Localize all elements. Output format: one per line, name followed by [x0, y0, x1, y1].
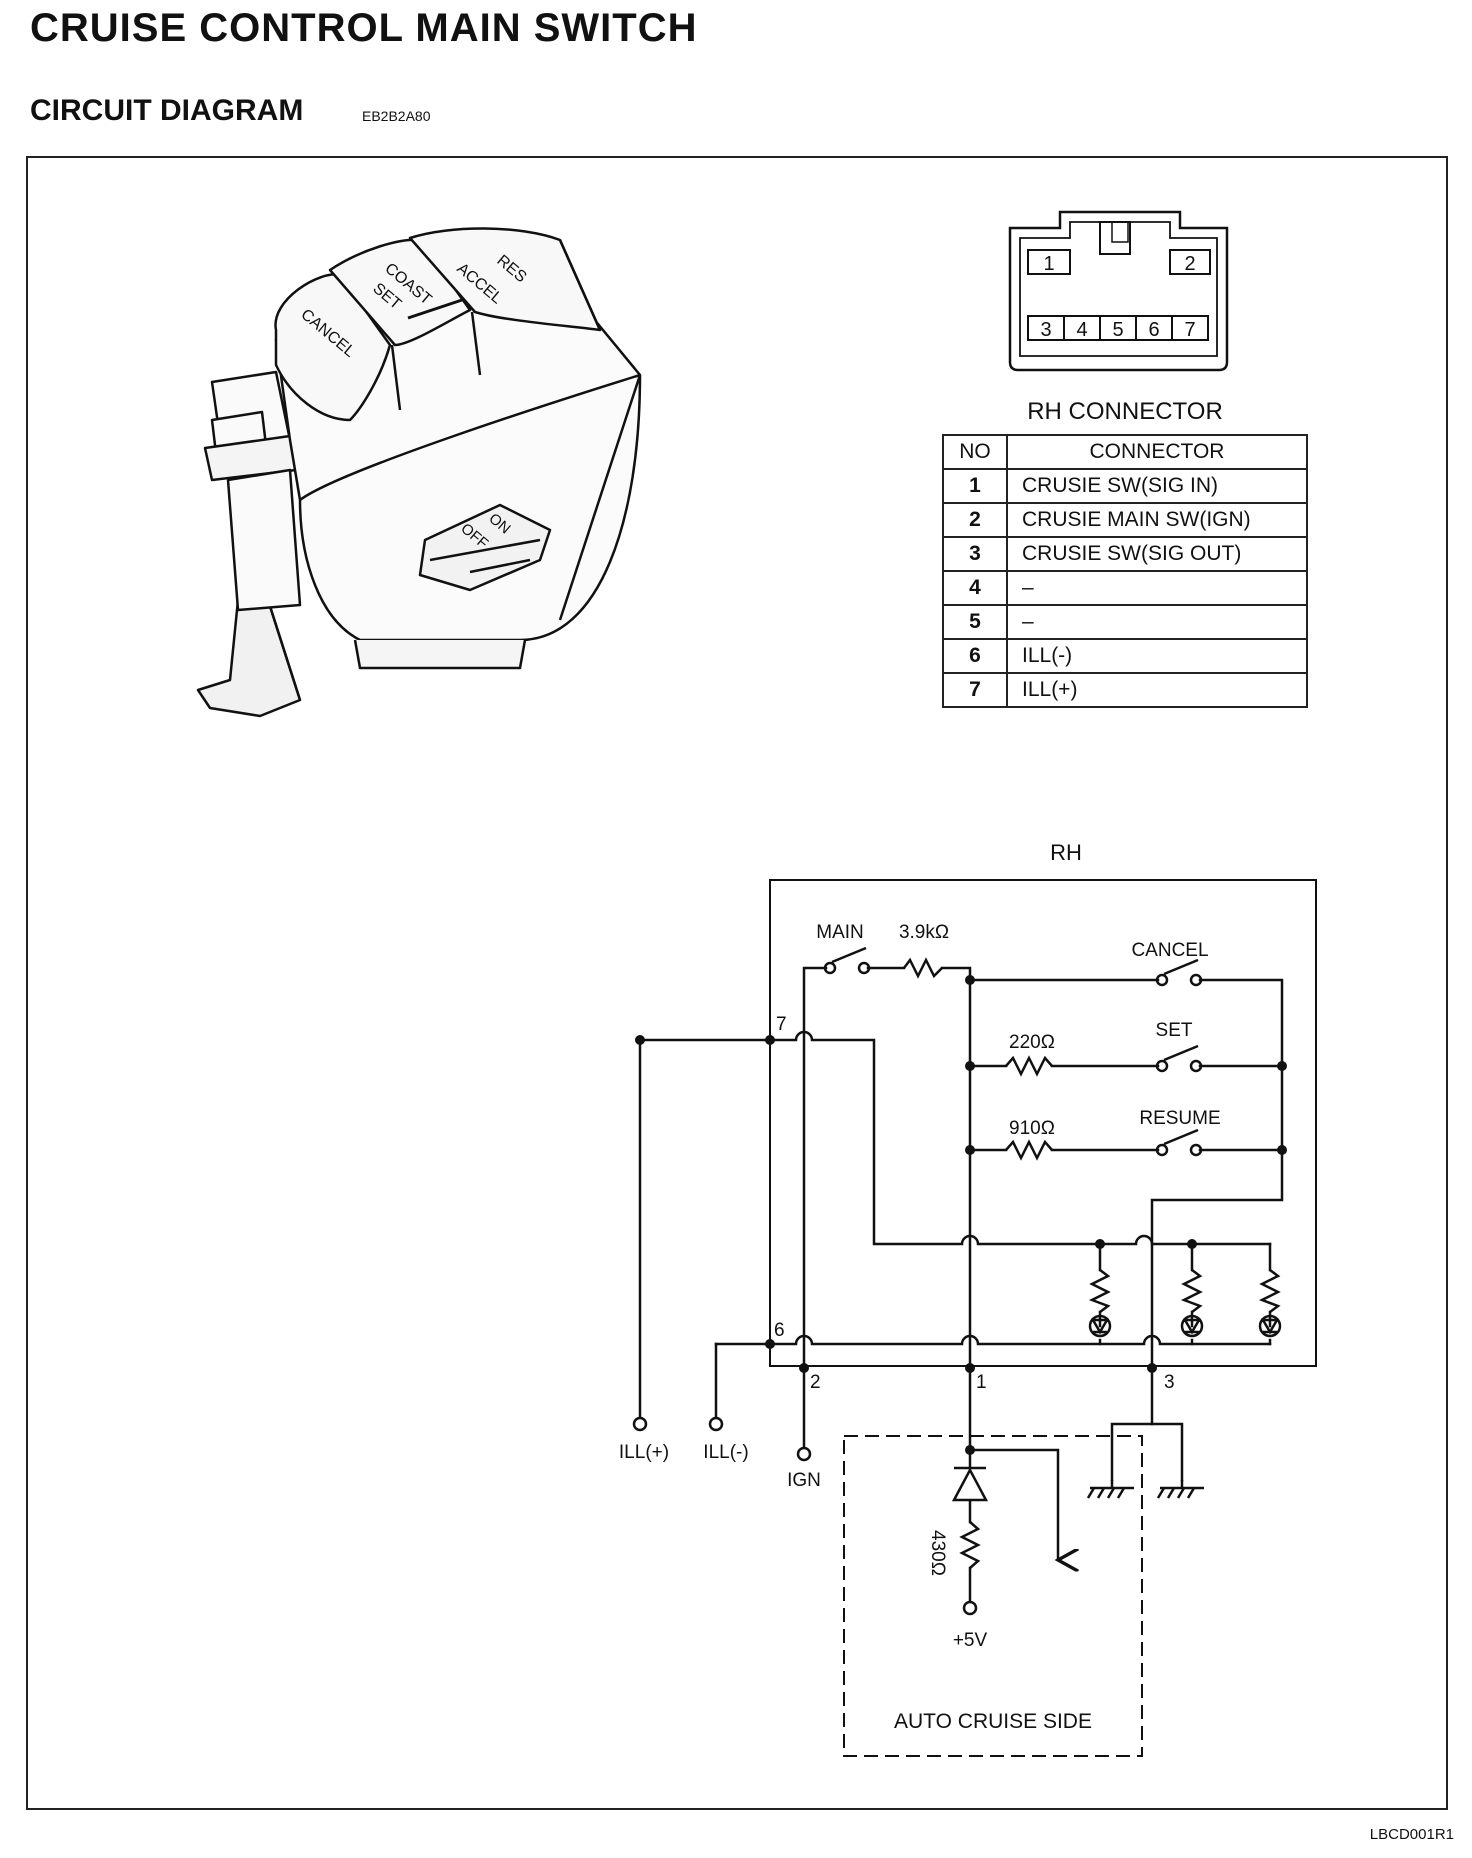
- label-ign: IGN: [787, 1470, 821, 1491]
- table-cell-no: 4: [942, 570, 1008, 606]
- label-ill-minus: ILL(-): [703, 1442, 748, 1463]
- lamp-symbol-2: [1180, 1314, 1204, 1338]
- switch-symbol-set: [1155, 1044, 1203, 1073]
- connector-pin-4: 4: [1076, 319, 1087, 341]
- table-cell-no: 2: [942, 502, 1008, 538]
- resistor-auto: [959, 1521, 981, 1569]
- table-header-connector: CONNECTOR: [1006, 434, 1308, 470]
- label-cancel: CANCEL: [1131, 940, 1208, 961]
- resistor-lamp-2: [1180, 1269, 1203, 1313]
- connector-table-caption: RH CONNECTOR: [1027, 398, 1223, 425]
- table-cell-desc: ILL(-): [1006, 638, 1308, 674]
- connector-pin-6: 6: [1148, 319, 1159, 341]
- switch-symbol-main: [823, 946, 871, 975]
- label-5v: +5V: [953, 1630, 988, 1651]
- connector-pin-3: 3: [1040, 319, 1051, 341]
- table-cell-desc: –: [1006, 570, 1308, 606]
- junction-dots: [635, 975, 1287, 1455]
- rh-enclosure: [769, 879, 1317, 1367]
- table-cell-no: 5: [942, 604, 1008, 640]
- label-set: SET: [1156, 1020, 1193, 1041]
- resistor-main: [903, 957, 943, 979]
- label-pin2: 2: [810, 1372, 821, 1393]
- table-cell-desc: CRUSIE MAIN SW(IGN): [1006, 502, 1308, 538]
- table-row: 4–: [942, 570, 1308, 606]
- section-subtitle: CIRCUIT DIAGRAM: [30, 94, 304, 127]
- table-cell-desc: CRUSIE SW(SIG OUT): [1006, 536, 1308, 572]
- label-pin1: 1: [976, 1372, 987, 1393]
- label-main: MAIN: [816, 922, 864, 943]
- connector-pin-5: 5: [1112, 319, 1123, 341]
- table-cell-no: 3: [942, 536, 1008, 572]
- section-code: EB2B2A80: [362, 108, 431, 124]
- ground-symbol-1: [1086, 1480, 1134, 1499]
- table-cell-no: 6: [942, 638, 1008, 674]
- connector-face: [1008, 210, 1229, 372]
- table-cell-no: 7: [942, 672, 1008, 708]
- figure-code: LBCD001R1: [1369, 1826, 1454, 1843]
- connector-pin-2: 2: [1184, 253, 1195, 275]
- lamp-symbol-1: [1088, 1314, 1112, 1338]
- label-ill-plus: ILL(+): [619, 1442, 669, 1463]
- table-cell-desc: CRUSIE SW(SIG IN): [1006, 468, 1308, 504]
- rh-label: RH: [1050, 840, 1082, 865]
- table-header-row: NO CONNECTOR: [942, 434, 1308, 470]
- table-cell-no: 1: [942, 468, 1008, 504]
- label-r-auto: 430Ω: [927, 1530, 948, 1576]
- table-row: 5–: [942, 604, 1308, 640]
- switch-illustration: [196, 227, 642, 718]
- page-title: CRUISE CONTROL MAIN SWITCH: [30, 6, 698, 50]
- switch-symbol-resume: [1155, 1128, 1203, 1157]
- label-resume: RESUME: [1139, 1108, 1220, 1129]
- resistor-lamp-1: [1088, 1269, 1111, 1313]
- diagram-frame: [26, 156, 1448, 1810]
- connector-pin-1: 1: [1043, 253, 1054, 275]
- connector-pin-7: 7: [1184, 319, 1195, 341]
- resistor-resume: [1005, 1139, 1053, 1161]
- terminal-ill-plus: [632, 1416, 648, 1432]
- ground-symbol-2: [1156, 1480, 1204, 1499]
- table-header-no: NO: [942, 434, 1008, 470]
- table-cell-desc: ILL(+): [1006, 672, 1308, 708]
- resistor-lamp-3: [1258, 1269, 1281, 1313]
- terminal-ign: [796, 1368, 812, 1462]
- label-pin7: 7: [776, 1014, 787, 1035]
- resistor-set: [1005, 1055, 1053, 1077]
- auto-cruise-box: [843, 1435, 1143, 1757]
- label-r-set: 220Ω: [1009, 1032, 1055, 1053]
- label-r-main: 3.9kΩ: [899, 922, 949, 943]
- terminal-ill-minus: [708, 1416, 724, 1432]
- label-pin6: 6: [774, 1320, 785, 1341]
- terminal-5v: [962, 1600, 978, 1616]
- label-r-resume: 910Ω: [1009, 1118, 1055, 1139]
- table-cell-desc: –: [1006, 604, 1308, 640]
- diode-symbol: [951, 1466, 989, 1502]
- label-auto-side: AUTO CRUISE SIDE: [894, 1710, 1092, 1733]
- switch-symbol-cancel: [1155, 958, 1203, 987]
- lamp-symbol-3: [1258, 1314, 1282, 1338]
- label-pin3: 3: [1164, 1372, 1175, 1393]
